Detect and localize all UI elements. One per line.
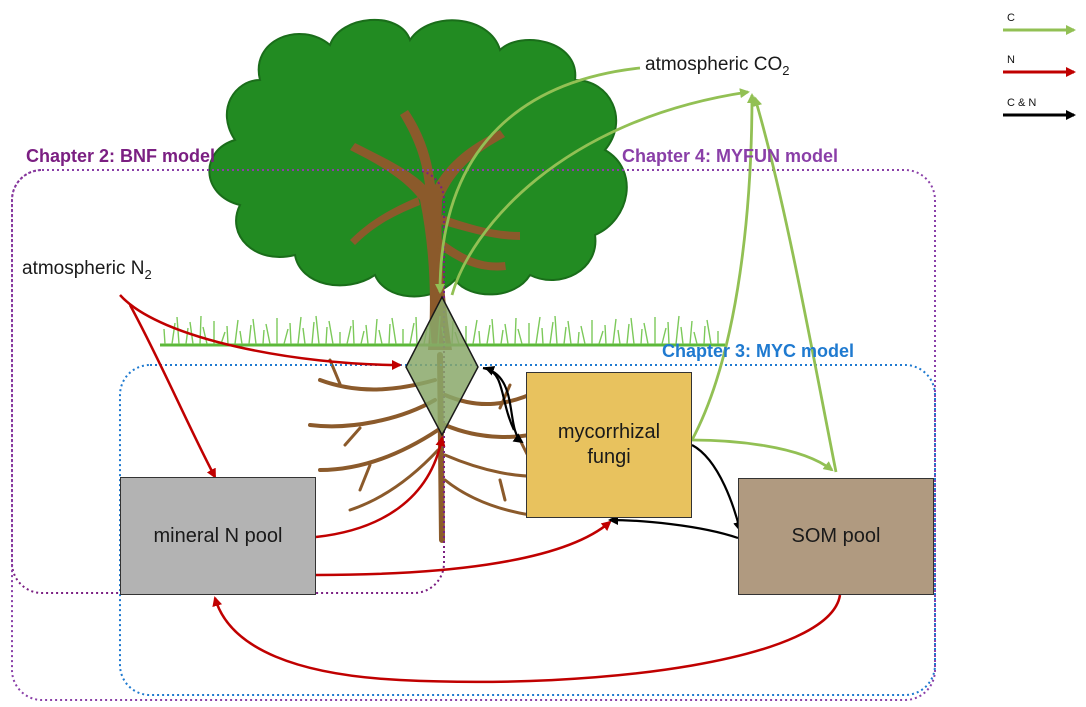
atmospheric-co2-label: atmospheric CO2: [645, 54, 790, 78]
mycorrhizal-label-line1: mycorrhizal: [557, 421, 661, 443]
chapter-myc-label: Chapter 3: MYC model: [662, 341, 855, 361]
chapter-myfun-boundary: [11, 169, 936, 701]
mineral-n-pool: mineral N pool: [120, 477, 316, 595]
legend-c-label: C: [1007, 12, 1015, 24]
carbon-arrows: [435, 66, 838, 473]
atmospheric-n2-label: atmospheric N2: [22, 258, 152, 282]
legend-n-label: N: [1007, 54, 1015, 66]
som-pool-label: SOM pool: [791, 525, 881, 547]
carbon-nitrogen-arrows: [482, 366, 743, 540]
mycorrhizal-label-line2: fungi: [587, 446, 631, 468]
nitrogen-arrows: [119, 294, 842, 684]
mineral-n-pool-label: mineral N pool: [153, 524, 283, 547]
legend-arrows: [1003, 25, 1076, 120]
som-pool: SOM pool: [738, 478, 934, 595]
legend-cn-label: C & N: [1007, 97, 1037, 109]
mycorrhizal-fungi-pool: mycorrhizal fungi: [526, 372, 692, 518]
chapter-myfun-label: Chapter 4: MYFUN model: [622, 146, 839, 166]
chapter-bnf-label: Chapter 2: BNF model: [26, 146, 216, 166]
tree-canopy: [208, 19, 628, 298]
plant-node-diamond: [405, 295, 479, 437]
